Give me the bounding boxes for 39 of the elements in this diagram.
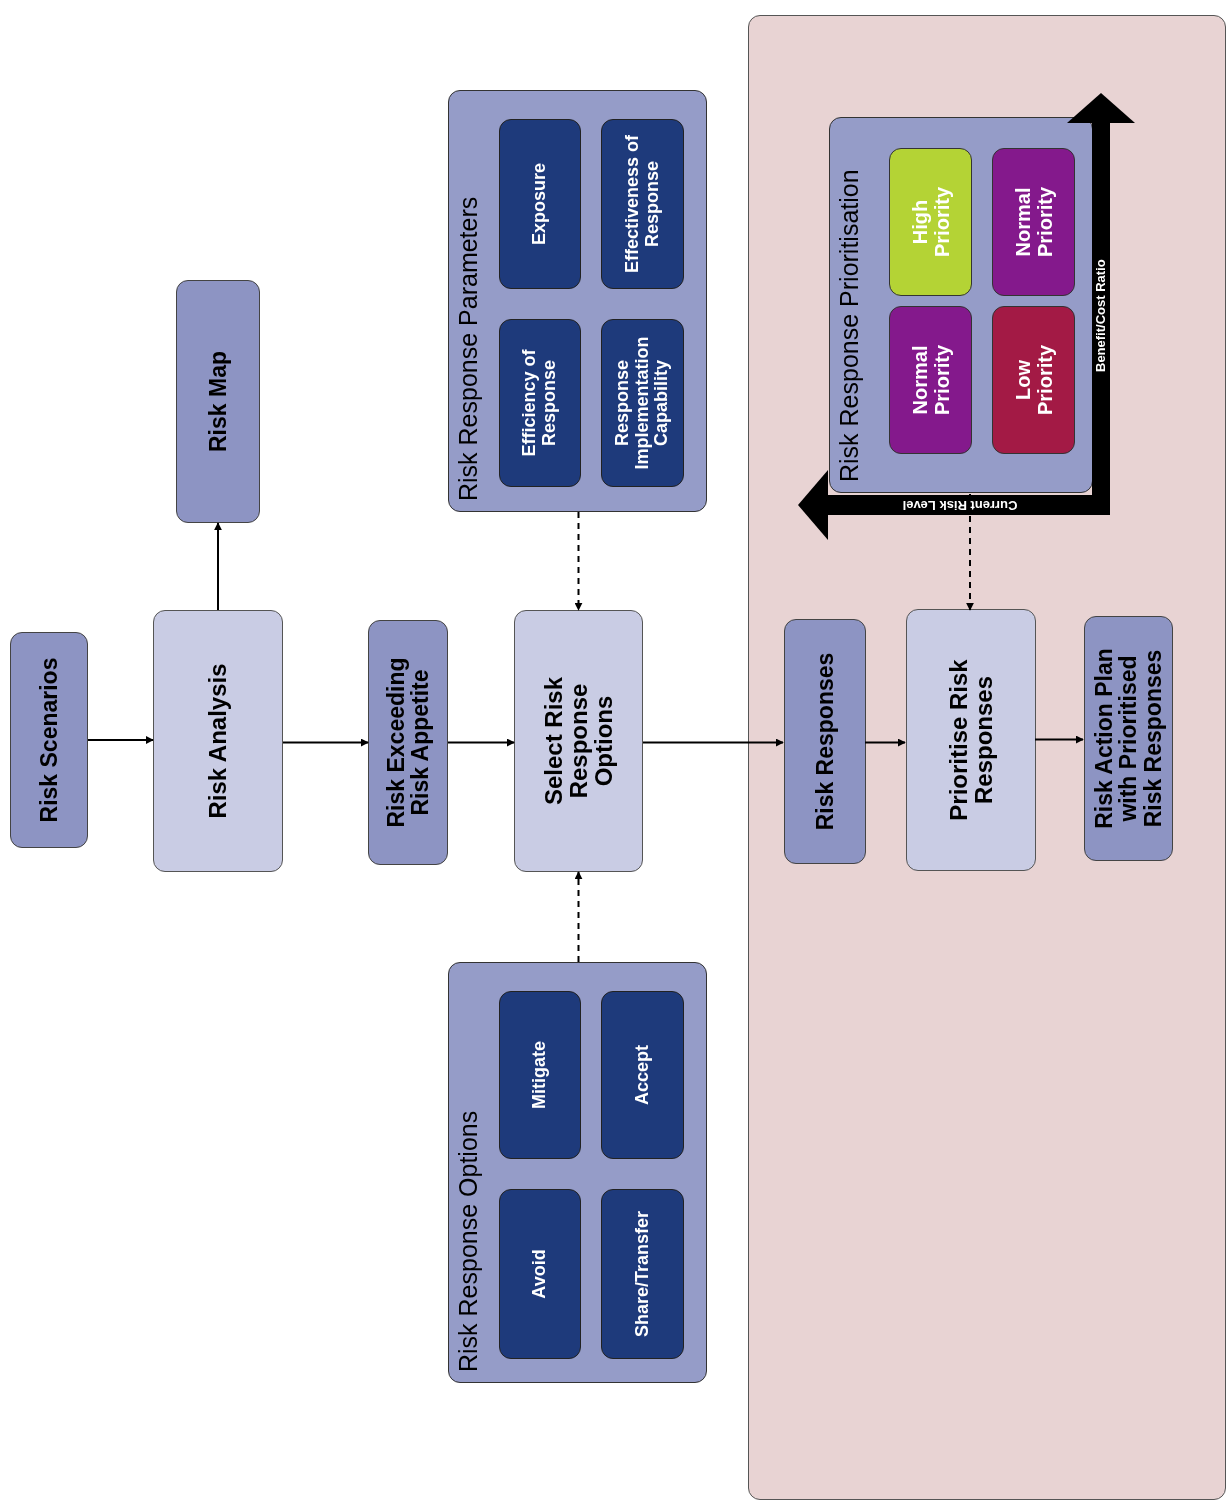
axis-label: Current Risk Level: [902, 497, 1018, 513]
item-box: Response Implementation Capability: [601, 319, 684, 487]
item-box: Exposure: [499, 119, 581, 289]
group-panel: [829, 117, 1093, 493]
item-box: Avoid: [499, 1189, 581, 1359]
arrow: [642, 738, 784, 747]
arrow: [87, 736, 154, 744]
priority-box: Low Priority: [992, 306, 1075, 454]
process-box: Prioritise Risk Responses: [906, 609, 1036, 871]
panel-title: Risk Response Prioritisation: [834, 169, 864, 482]
panel-title: Risk Response Options: [453, 1110, 483, 1372]
arrow: [282, 738, 369, 747]
process-box: Risk Analysis: [153, 610, 283, 872]
priority-box: Normal Priority: [889, 306, 972, 454]
arrow: [966, 493, 974, 611]
group-panel: [448, 90, 707, 512]
process-box: Risk Exceeding Risk Appetite: [368, 620, 448, 865]
process-box: Select Risk Response Options: [514, 610, 643, 872]
panel-title: Risk Response Parameters: [453, 196, 483, 501]
item-box: Mitigate: [499, 991, 581, 1159]
item-box: Share/Transfer: [601, 1189, 684, 1359]
arrow: [214, 522, 222, 611]
arrow: [1034, 735, 1084, 744]
arrow: [864, 738, 906, 747]
process-box: Risk Responses: [784, 619, 866, 864]
process-box: Risk Action Plan with Prioritised Risk Responses: [1084, 616, 1173, 861]
priority-box: High Priority: [889, 148, 972, 296]
region-background: [748, 15, 1226, 1500]
priority-box: Normal Priority: [992, 148, 1075, 296]
item-box: Efficiency of Response: [499, 319, 581, 487]
process-box: Risk Scenarios: [10, 632, 88, 848]
item-box: Accept: [601, 991, 684, 1159]
arrow: [574, 511, 583, 611]
group-panel: [448, 962, 707, 1383]
axis-label: Benefit/Cost Ratio: [1093, 259, 1109, 372]
item-box: Effectiveness of Response: [601, 119, 684, 289]
arrow: [574, 871, 583, 963]
arrow: [447, 738, 515, 747]
process-box: Risk Map: [176, 280, 260, 523]
